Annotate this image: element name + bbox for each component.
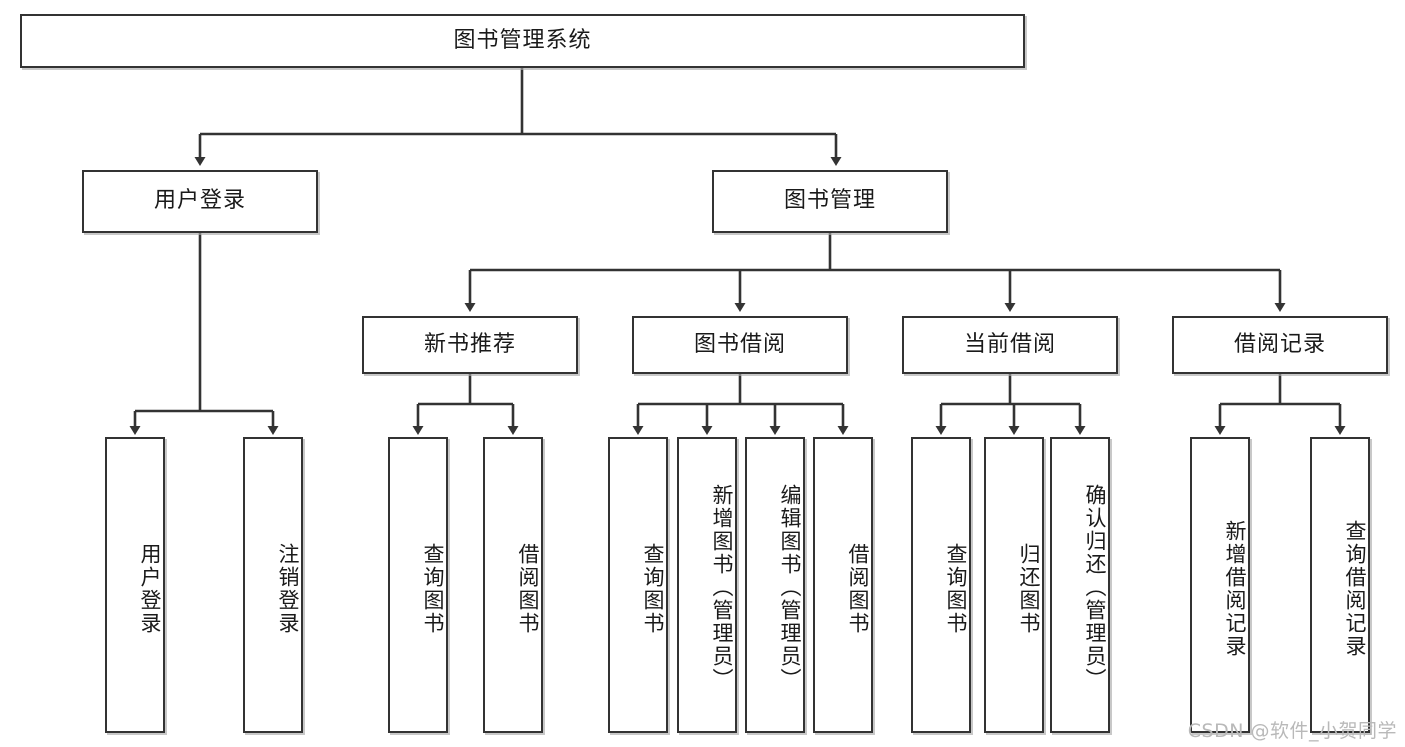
node-root-label: 图书管理系统 bbox=[453, 27, 592, 53]
node-book-manage[interactable]: 图书管理 bbox=[712, 170, 948, 233]
edge-root-to-level1 bbox=[194, 68, 842, 166]
node-leaf-add-book-admin[interactable]: 新增图书（管理员） bbox=[677, 437, 737, 733]
edge-bookborrow-to-leaves bbox=[632, 374, 849, 435]
edge-userlogin-to-leaves bbox=[129, 233, 279, 435]
node-leaf-user-logout[interactable]: 注销登录 bbox=[243, 437, 303, 733]
node-leaf-return-book-label: 归还图书 bbox=[1017, 543, 1041, 635]
edge-newbookrec-to-leaves bbox=[412, 374, 519, 435]
edge-currentborrow-to-leaves bbox=[935, 374, 1086, 435]
node-borrow-record[interactable]: 借阅记录 bbox=[1172, 316, 1388, 374]
node-leaf-add-book-admin-label: 新增图书（管理员） bbox=[710, 483, 734, 691]
node-current-borrow[interactable]: 当前借阅 bbox=[902, 316, 1118, 374]
node-leaf-query-book-rec[interactable]: 查询图书 bbox=[388, 437, 448, 733]
node-book-manage-label: 图书管理 bbox=[783, 188, 876, 214]
node-borrow-record-label: 借阅记录 bbox=[1233, 331, 1326, 357]
node-leaf-edit-book-admin-label: 编辑图书（管理员） bbox=[778, 483, 802, 691]
edge-borrowrecord-to-leaves bbox=[1214, 374, 1346, 435]
node-root[interactable]: 图书管理系统 bbox=[20, 14, 1025, 68]
node-leaf-confirm-return-admin[interactable]: 确认归还（管理员） bbox=[1050, 437, 1110, 733]
node-book-borrow[interactable]: 图书借阅 bbox=[632, 316, 848, 374]
node-leaf-borrow-book-label: 借阅图书 bbox=[846, 543, 870, 635]
node-leaf-borrow-book-rec[interactable]: 借阅图书 bbox=[483, 437, 543, 733]
node-leaf-user-logout-label: 注销登录 bbox=[276, 543, 300, 635]
node-current-borrow-label: 当前借阅 bbox=[963, 331, 1056, 357]
node-leaf-query-book-borrow[interactable]: 查询图书 bbox=[608, 437, 668, 733]
node-leaf-query-borrow-record-label: 查询借阅记录 bbox=[1343, 520, 1367, 658]
node-leaf-add-borrow-record[interactable]: 新增借阅记录 bbox=[1190, 437, 1250, 733]
node-leaf-return-book[interactable]: 归还图书 bbox=[984, 437, 1044, 733]
node-leaf-add-borrow-record-label: 新增借阅记录 bbox=[1223, 520, 1247, 658]
node-leaf-query-book-rec-label: 查询图书 bbox=[421, 543, 445, 635]
node-leaf-edit-book-admin[interactable]: 编辑图书（管理员） bbox=[745, 437, 805, 733]
node-user-login[interactable]: 用户登录 bbox=[82, 170, 318, 233]
watermark-text: CSDN @软件_小贺同学 bbox=[1187, 720, 1397, 742]
node-book-borrow-label: 图书借阅 bbox=[693, 331, 786, 357]
node-leaf-query-book-borrow-label: 查询图书 bbox=[641, 543, 665, 635]
node-leaf-confirm-return-admin-label: 确认归还（管理员） bbox=[1083, 483, 1107, 691]
node-leaf-query-book-cur[interactable]: 查询图书 bbox=[911, 437, 971, 733]
node-leaf-query-borrow-record[interactable]: 查询借阅记录 bbox=[1310, 437, 1370, 733]
node-new-book-rec-label: 新书推荐 bbox=[423, 331, 516, 357]
node-user-login-label: 用户登录 bbox=[153, 188, 246, 214]
node-leaf-user-login-label: 用户登录 bbox=[138, 543, 162, 635]
node-leaf-query-book-cur-label: 查询图书 bbox=[944, 543, 968, 635]
node-leaf-borrow-book[interactable]: 借阅图书 bbox=[813, 437, 873, 733]
node-leaf-borrow-book-rec-label: 借阅图书 bbox=[516, 543, 540, 635]
node-leaf-user-login[interactable]: 用户登录 bbox=[105, 437, 165, 733]
edge-bookmanage-to-level2 bbox=[464, 233, 1286, 312]
node-new-book-rec[interactable]: 新书推荐 bbox=[362, 316, 578, 374]
